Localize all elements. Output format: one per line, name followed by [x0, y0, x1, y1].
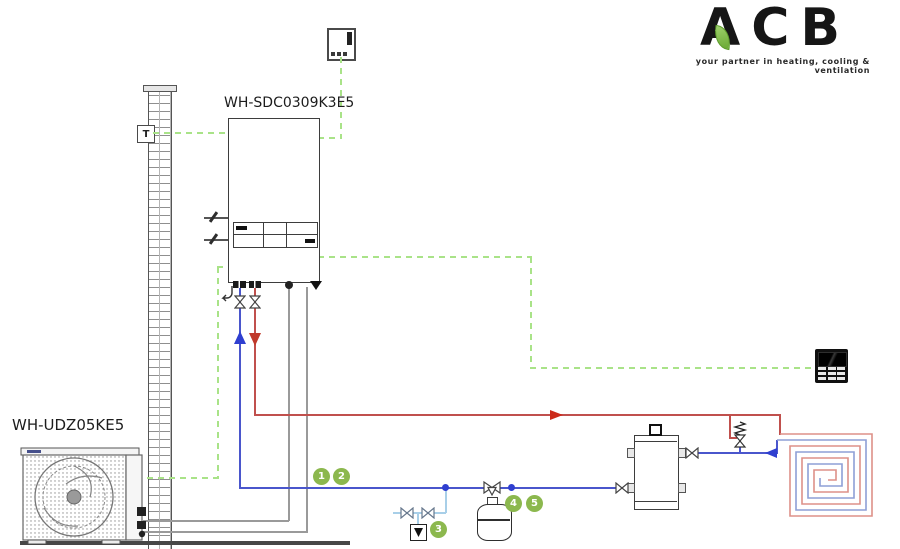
- refrigerant-line: [143, 520, 289, 522]
- power-cable: [204, 217, 228, 219]
- bypass-branch: [729, 415, 731, 438]
- shutoff-valve-icon: [249, 295, 261, 309]
- coil-supply-pipe: [779, 414, 781, 435]
- wire-outdoor-link: [136, 477, 219, 479]
- wire-remote-drop: [340, 57, 342, 139]
- tank-inlet-valve-icon: [615, 482, 629, 494]
- pipe-junction-dot: [508, 484, 515, 491]
- water-connection-fitting: [233, 281, 246, 288]
- refrigerant-line: [143, 531, 308, 533]
- remote-button: [343, 52, 347, 56]
- remote-button: [331, 52, 335, 56]
- flow-arrow-right: [550, 410, 566, 420]
- component-marker-3: 3: [430, 521, 447, 538]
- panel-buttons: [818, 367, 845, 380]
- panel-display: [818, 352, 847, 367]
- tank-port: [627, 448, 635, 458]
- three-way-valve-icon: [483, 480, 501, 497]
- bypass-safety-valve-icon: [732, 421, 748, 448]
- drain-outlet-icon: [310, 281, 322, 290]
- indoor-unit-body: [228, 118, 320, 283]
- wire-outdoor-link: [217, 267, 219, 479]
- brick-wall: [148, 88, 172, 549]
- panel-cell: [287, 235, 317, 247]
- water-connection-fitting: [249, 281, 261, 288]
- remote-controller-icon: [327, 28, 356, 61]
- tundish-drain-icon: [410, 524, 427, 541]
- bypass-branch: [729, 437, 737, 439]
- coil-return-pipe: [776, 440, 778, 453]
- wire-sensor-to-indoor: [153, 132, 228, 134]
- refrigerant-connection-fitting: [285, 281, 293, 289]
- component-marker-1: 1: [313, 468, 330, 485]
- bypass-branch: [739, 447, 741, 454]
- remote-display: [347, 32, 352, 45]
- wall-cap: [143, 85, 177, 92]
- flow-arrow-down: [249, 333, 261, 349]
- wire-outdoor-link: [217, 266, 230, 268]
- outdoor-unit-drawing: [20, 447, 146, 544]
- outdoor-unit-label: WH-UDZ05KE5: [12, 416, 125, 434]
- fill-valve-icon: [400, 507, 414, 519]
- indoor-unit-label: WH-SDC0309K3E5: [224, 95, 355, 111]
- fill-loop: [417, 513, 419, 525]
- panel-logo-mark: [304, 239, 315, 243]
- flow-arrow-up: [234, 328, 246, 344]
- pipe-junction-dot: [442, 484, 449, 491]
- wire-indoor-to-panel: [530, 367, 815, 369]
- refrigerant-line: [288, 287, 290, 521]
- tank-outlet-valve-icon: [685, 447, 699, 459]
- flow-arrow-left: [762, 448, 777, 458]
- wire-indoor-to-panel: [318, 256, 532, 258]
- component-marker-5: 5: [526, 495, 543, 512]
- ground-line: [20, 541, 350, 545]
- coil-return-pipe: [682, 452, 778, 454]
- return-pipe: [239, 288, 241, 488]
- fill-loop: [445, 488, 447, 513]
- fill-loop: [393, 512, 446, 514]
- flow-pipe: [254, 414, 781, 416]
- tank-top-line: [634, 441, 677, 443]
- tank-port: [678, 483, 686, 493]
- indoor-unit-control-panel: [233, 222, 318, 248]
- wall-sensor: T: [137, 125, 155, 143]
- logo-tagline: your partner in heating, cooling & venti…: [695, 57, 870, 75]
- panel-display-mark: [236, 226, 247, 230]
- expansion-vessel: [477, 504, 512, 541]
- panel-cell: [263, 223, 288, 235]
- component-marker-4: 4: [505, 495, 522, 512]
- fill-valve-icon: [421, 507, 435, 519]
- tank-bottom-line: [634, 501, 677, 503]
- flow-pipe: [254, 288, 256, 415]
- panel-cell: [234, 235, 264, 247]
- refrigerant-line: [306, 287, 308, 532]
- panel-cell: [287, 223, 317, 235]
- floor-heating-coil: [777, 433, 873, 517]
- air-vent-icon: [649, 424, 662, 436]
- vessel-diaphragm-line: [478, 519, 510, 521]
- return-pipe: [239, 487, 629, 489]
- room-control-panel-icon: [815, 349, 848, 383]
- buffer-tank: [634, 435, 679, 510]
- panel-cell: [264, 235, 288, 247]
- relief-discharge-hook-icon: [221, 286, 233, 302]
- power-cable: [204, 239, 228, 241]
- wire-indoor-to-panel: [530, 257, 532, 369]
- shutoff-valve-icon: [234, 295, 246, 309]
- component-marker-2: 2: [333, 468, 350, 485]
- wire-remote-to-indoor: [318, 137, 342, 139]
- remote-button: [337, 52, 341, 56]
- panel-cell: [234, 223, 264, 235]
